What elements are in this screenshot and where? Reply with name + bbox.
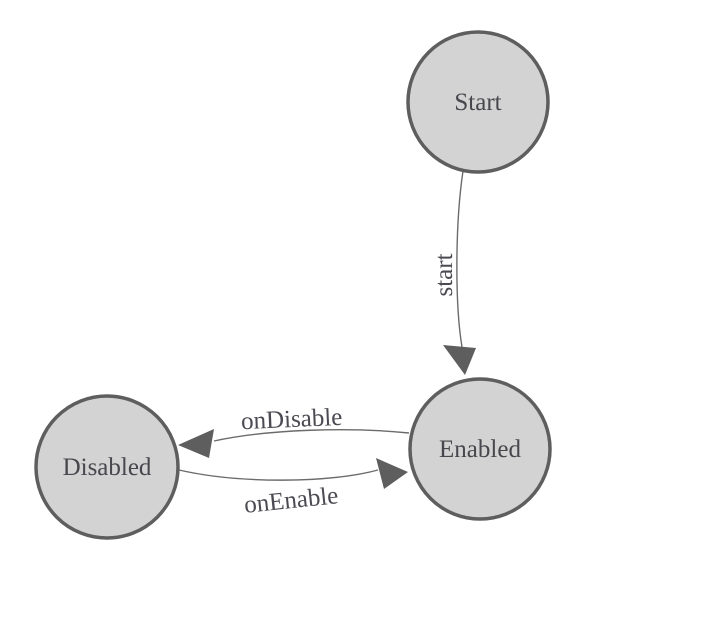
edge-disabled-to-enabled: onEnable	[178, 458, 408, 519]
edge-onenable-line	[178, 469, 379, 481]
edge-enabled-to-disabled: onDisable	[178, 404, 410, 458]
node-start-circle	[406, 30, 550, 174]
edge-ondisable-line	[213, 429, 410, 442]
node-disabled: Disabled	[34, 394, 180, 540]
edge-onenable-label: onEnable	[243, 482, 340, 519]
edge-start-to-enabled: start	[431, 170, 476, 375]
edge-ondisable-label: onDisable	[240, 404, 342, 435]
edge-start-label: start	[431, 253, 458, 296]
node-disabled-circle	[34, 394, 180, 540]
edge-start-arrowhead-icon	[443, 345, 476, 375]
node-start: Start	[406, 30, 550, 174]
node-enabled: Enabled	[408, 377, 552, 521]
node-start-label: Start	[454, 89, 501, 116]
node-enabled-label: Enabled	[439, 436, 521, 463]
edge-start-line	[456, 170, 464, 348]
node-disabled-label: Disabled	[63, 454, 152, 481]
edge-ondisable-arrowhead-icon	[178, 429, 214, 458]
edge-onenable-arrowhead-icon	[376, 458, 408, 489]
node-enabled-circle	[408, 377, 552, 521]
